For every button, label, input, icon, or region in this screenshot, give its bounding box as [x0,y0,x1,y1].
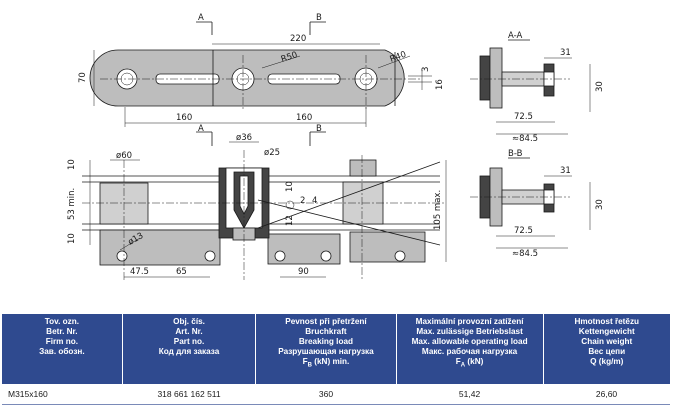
bb-dim-30: 30 [595,199,605,210]
bb-dim-31: 31 [560,166,571,176]
aa-dim-30: 30 [595,81,605,92]
dim-16: 16 [435,79,445,90]
dim-d60: ø60 [116,151,132,161]
header-operating-load: Maximální provozní zatížení Max. zulässi… [396,314,544,384]
dim-2: 2 [300,196,305,206]
dim-90: 90 [298,267,309,277]
dim-220: 220 [290,34,306,44]
dim-160-left: 160 [176,113,192,123]
dim-70: 70 [78,72,88,83]
dim-10-inner: 10 [285,181,295,192]
cell-part-no: 318 661 162 511 [122,384,256,405]
dim-12-inner: 12 [285,215,295,226]
section-b-top: B [316,13,322,23]
section-b-bottom: B [316,124,322,134]
cell-breaking-load: 360 [255,384,397,405]
cell-designation: M315x160 [2,384,123,405]
aa-dim-72-5: 72.5 [514,112,533,122]
dim-r40: R40 [389,50,408,65]
dim-r50: R50 [280,50,299,65]
table-row: M315x160 318 661 162 511 360 51,42 26,60 [2,384,670,405]
header-part-no: Obj. čís. Art. Nr. Part no. Код для зака… [122,314,257,384]
dim-4: 4 [312,196,317,206]
dim-d25: ø25 [264,148,280,158]
header-chain-weight: Hmotnost řetězu Kettengewicht Chain weig… [543,314,670,384]
cell-chain-weight: 26,60 [543,384,670,405]
bb-dim-84-5: ≈84.5 [512,249,538,259]
section-bb-view [470,157,591,249]
bb-dim-72-5: 72.5 [514,226,533,236]
dim-53-min: 53 min. [67,188,77,220]
technical-drawing: A B A B 220 70 160 160 R50 R40 3 16 [67,13,605,280]
aa-dim-31: 31 [560,48,571,58]
header-breaking-load: Pevnost při přetržení Bruchkraft Breakin… [255,314,397,384]
dim-47-5: 47.5 [130,267,149,277]
dim-105-max: 105 max. [433,190,443,230]
cell-operating-load: 51,42 [396,384,544,405]
dim-65: 65 [176,267,187,277]
section-a-bottom: A [198,124,204,134]
dim-d36: ø36 [236,133,252,143]
section-aa-view [470,39,591,135]
header-designation: Tov. ozn. Betr. Nr. Firm no. Зав. обозн. [2,314,123,384]
section-a-top: A [198,13,204,23]
dim-160-right: 160 [296,113,312,123]
aa-dim-84-5: ≈84.5 [512,134,538,144]
plan-view [89,21,432,146]
section-bb-label: B-B [508,149,523,159]
spec-table: Tov. ozn. Betr. Nr. Firm no. Зав. обозн.… [2,314,670,405]
dim-10-bottom: 10 [67,233,77,244]
section-aa-label: A-A [508,31,523,41]
spec-header-row: Tov. ozn. Betr. Nr. Firm no. Зав. обозн.… [2,314,670,384]
side-view [82,141,447,280]
dim-3: 3 [421,67,431,72]
dim-10-top: 10 [67,159,77,170]
